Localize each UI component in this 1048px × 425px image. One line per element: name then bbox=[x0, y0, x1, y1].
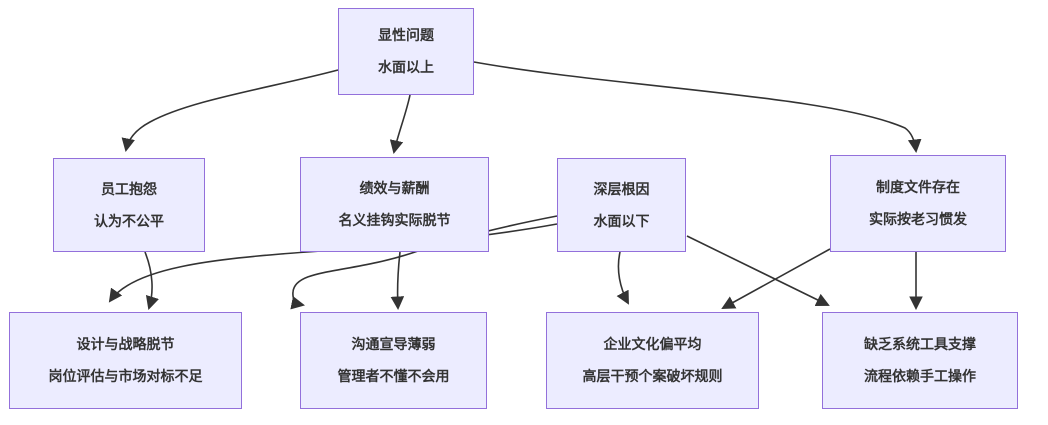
edge-root-to-culture bbox=[616, 251, 629, 305]
node-root-line2: 水面以下 bbox=[593, 212, 650, 229]
node-culture: 企业文化偏平均高层干预个案破坏规则 bbox=[546, 312, 759, 409]
edge-complaint-to-design bbox=[144, 251, 159, 310]
node-performance-line1: 绩效与薪酬 bbox=[359, 180, 430, 197]
node-comm-line1: 沟通宣导薄弱 bbox=[351, 336, 436, 353]
node-comm: 沟通宣导薄弱管理者不懂不会用 bbox=[300, 312, 487, 409]
node-design: 设计与战略脱节岗位评估与市场对标不足 bbox=[9, 312, 242, 409]
node-comm-line2: 管理者不懂不会用 bbox=[337, 368, 450, 384]
node-policy: 制度文件存在实际按老习惯发 bbox=[830, 155, 1006, 252]
node-performance-line2: 名义挂钩实际脱节 bbox=[338, 212, 451, 228]
node-tools-line1: 缺乏系统工具支撑 bbox=[864, 336, 976, 353]
node-visible-line2: 水面以上 bbox=[378, 59, 434, 75]
node-visible-line1: 显性问题 bbox=[378, 27, 434, 44]
node-culture-line1: 企业文化偏平均 bbox=[603, 336, 702, 353]
node-root-line1: 深层根因 bbox=[593, 180, 650, 197]
edge-visible-to-performance bbox=[389, 94, 411, 154]
edge-visible-to-complaint bbox=[121, 69, 339, 153]
node-complaint: 员工抱怨认为不公平 bbox=[53, 158, 205, 252]
node-tools-line2: 流程依赖手工操作 bbox=[864, 368, 976, 384]
node-tools: 缺乏系统工具支撑流程依赖手工操作 bbox=[822, 312, 1018, 409]
node-complaint-line1: 员工抱怨 bbox=[101, 180, 157, 197]
node-design-line2: 岗位评估与市场对标不足 bbox=[48, 368, 203, 384]
edge-visible-to-policy bbox=[473, 61, 922, 154]
node-design-line1: 设计与战略脱节 bbox=[76, 336, 175, 353]
node-performance: 绩效与薪酬名义挂钩实际脱节 bbox=[300, 157, 489, 252]
edge-policy-to-culture bbox=[721, 248, 831, 309]
node-policy-line2: 实际按老习惯发 bbox=[869, 211, 967, 227]
edge-performance-to-comm bbox=[390, 251, 405, 311]
node-culture-line2: 高层干预个案破坏规则 bbox=[582, 368, 723, 384]
node-root: 深层根因水面以下 bbox=[557, 158, 686, 252]
edge-root-to-tools bbox=[686, 235, 830, 307]
node-visible: 显性问题水面以上 bbox=[338, 8, 474, 95]
node-complaint-line2: 认为不公平 bbox=[94, 212, 164, 229]
node-policy-line1: 制度文件存在 bbox=[876, 179, 960, 196]
